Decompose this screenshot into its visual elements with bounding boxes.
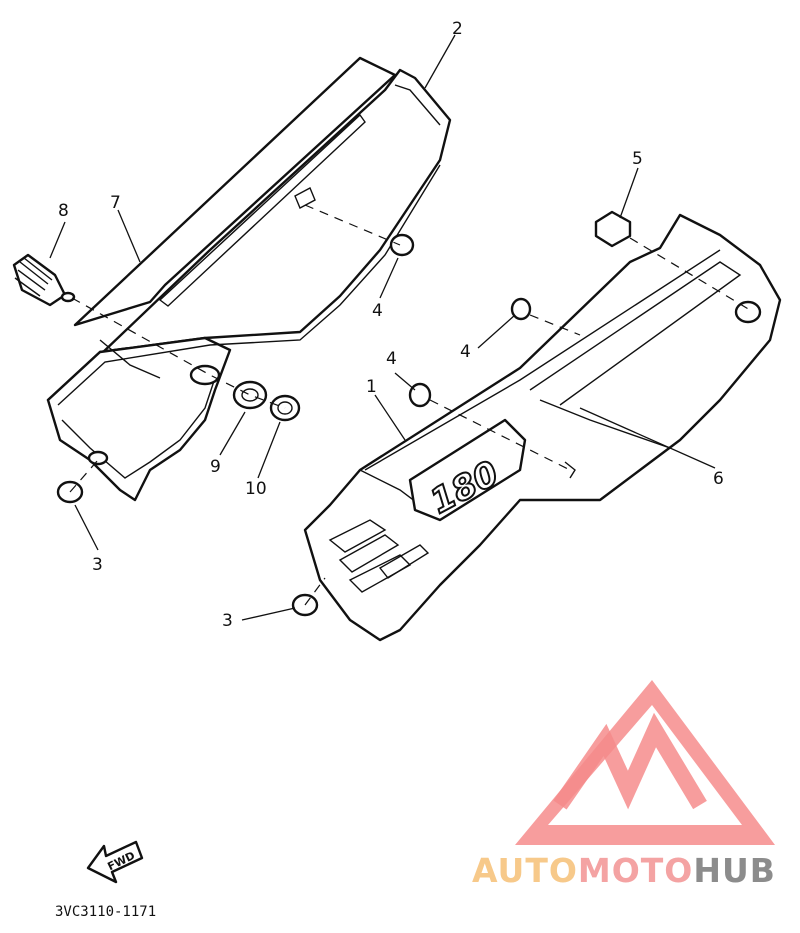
grommet-9 (232, 380, 268, 410)
callout-7: 7 (110, 193, 121, 213)
callout-2: 2 (452, 19, 463, 39)
callout-8: 8 (58, 201, 69, 221)
callout-1: 1 (366, 377, 377, 397)
emblem-plate-7 (73, 56, 397, 379)
right-side-cover-1: 180 (303, 213, 782, 642)
damper-4-right-a (510, 297, 532, 321)
watermark-text: AUTOMOTOHUB (472, 851, 776, 890)
callout-4-center: 4 (386, 349, 397, 369)
callout-10: 10 (245, 479, 267, 499)
damper-4-upper (389, 233, 415, 257)
leader-lines (49, 34, 716, 621)
callout-4-right: 4 (460, 342, 471, 362)
damper-4-right-b (408, 382, 432, 408)
fwd-arrow-icon: FWD (86, 840, 144, 884)
assembly-lines (69, 204, 751, 606)
watermark-auto: AUTO (472, 851, 578, 890)
watermark-moto: MOTO (578, 851, 693, 890)
callout-5: 5 (632, 149, 643, 169)
left-side-cover-2 (46, 68, 452, 502)
nut-5 (594, 210, 632, 248)
callout-9: 9 (210, 457, 221, 477)
callout-4-upper: 4 (372, 301, 383, 321)
callout-3-left: 3 (92, 555, 103, 575)
lock-8 (12, 253, 76, 307)
callout-6: 6 (713, 469, 724, 489)
watermark-hub: HUB (693, 851, 776, 890)
callout-3-right: 3 (222, 611, 233, 631)
watermark-logo-icon (515, 680, 775, 845)
drawing-code: 3VC3110-1171 (55, 904, 156, 920)
